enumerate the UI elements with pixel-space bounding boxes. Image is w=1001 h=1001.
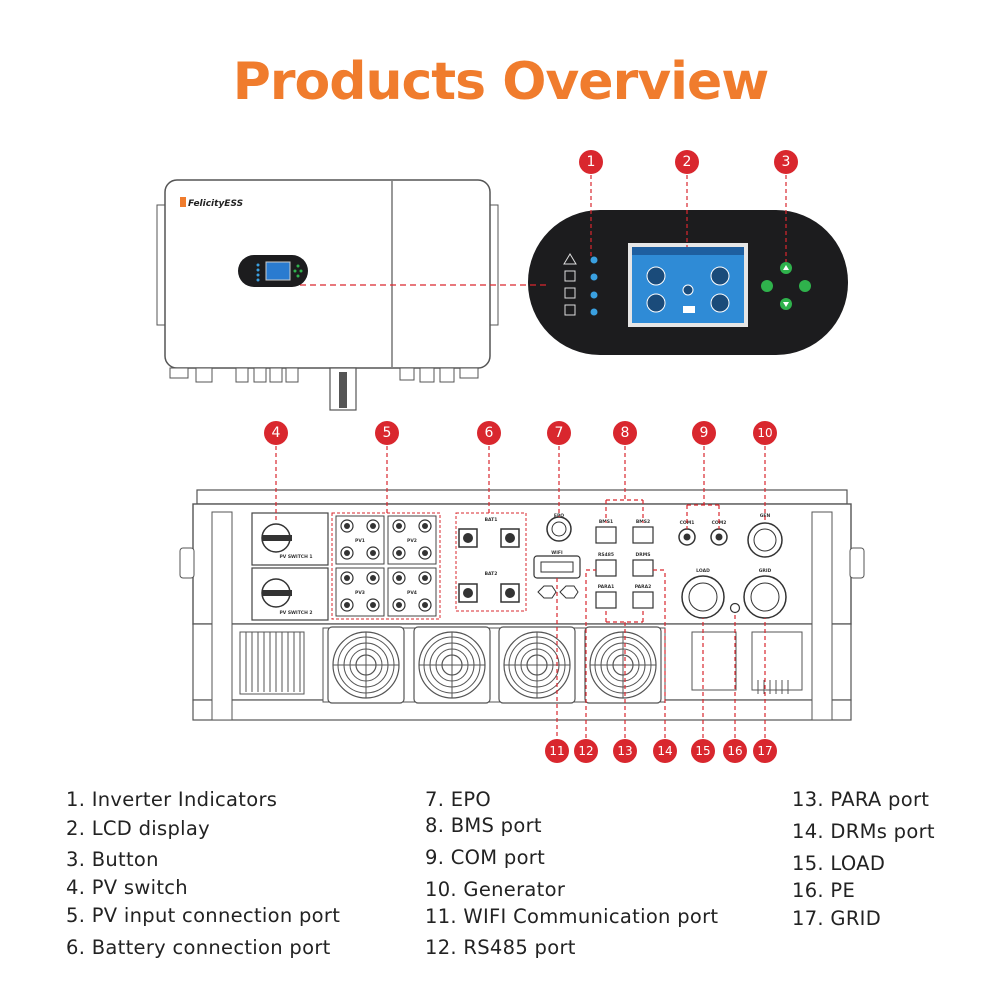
svg-text:10: 10	[757, 426, 772, 440]
brand-text: FelicityESS	[188, 199, 243, 209]
badge-10: 10	[753, 421, 777, 445]
svg-text:4: 4	[272, 425, 281, 441]
para-ports: PARA1 PARA2	[595, 584, 654, 609]
svg-text:11: 11	[549, 744, 564, 758]
legend-item: 4. PV switch	[66, 876, 188, 899]
legend-item: 1. Inverter Indicators	[66, 788, 278, 811]
buttons	[761, 262, 811, 310]
drms-port: DRMS	[632, 552, 654, 577]
legend-item: 11. WIFI Communication port	[425, 905, 719, 928]
para1-label: PARA1	[598, 584, 614, 590]
leader-lines	[275, 175, 787, 738]
badge-3: 3	[774, 150, 798, 174]
svg-text:16: 16	[727, 744, 742, 758]
pv-input-ports: PV1 PV2 PV3 PV4	[331, 512, 441, 620]
battery-ports: BAT1 BAT2	[455, 512, 527, 612]
bat2-label: BAT2	[485, 571, 498, 577]
svg-text:9: 9	[700, 425, 709, 441]
svg-text:12: 12	[578, 744, 593, 758]
badge-15: 15	[691, 739, 715, 763]
para2-label: PARA2	[635, 584, 651, 590]
badge-7: 7	[547, 421, 571, 445]
pv-switch-2-label: PV SWITCH 2	[279, 610, 312, 616]
pv-switch-1-label: PV SWITCH 1	[279, 554, 312, 560]
svg-text:6: 6	[485, 425, 494, 441]
legend-item: 6. Battery connection port	[66, 936, 331, 959]
bat1-label: BAT1	[485, 517, 498, 523]
badge-16: 16	[723, 739, 747, 763]
legend-item: 13. PARA port	[792, 788, 930, 811]
legend-item: 8. BMS port	[425, 814, 542, 837]
badge-5: 5	[375, 421, 399, 445]
svg-text:3: 3	[782, 154, 791, 170]
pv1-label: PV1	[355, 538, 365, 544]
legend-item: 10. Generator	[425, 878, 566, 901]
page-title: Products Overview	[232, 52, 770, 112]
pe-terminal	[729, 602, 741, 614]
svg-text:13: 13	[617, 744, 632, 758]
legend-item: 2. LCD display	[66, 817, 210, 840]
badge-17: 17	[753, 739, 777, 763]
wifi-label: WIFI	[551, 550, 563, 556]
load-port: LOAD	[681, 568, 725, 619]
load-label: LOAD	[696, 568, 710, 574]
pv-switch-1: PV SWITCH 1	[251, 512, 329, 566]
pv-switch-2: PV SWITCH 2	[251, 567, 329, 621]
brand-logo: FelicityESS	[180, 197, 243, 209]
svg-text:2: 2	[683, 154, 692, 170]
badge-13: 13	[613, 739, 637, 763]
inverter-bottom-view: PV SWITCH 1 PV SWITCH 2 PV1 PV2 PV3 P	[179, 489, 865, 721]
legend-item: 16. PE	[792, 879, 856, 902]
badge-14: 14	[653, 739, 677, 763]
svg-text:1: 1	[587, 154, 596, 170]
number-badges: 1 2 3 4 5 6 7 8 9 10 11 12 13 14 15 16 1…	[264, 150, 798, 763]
wifi-port: WIFI	[533, 550, 581, 599]
badge-1: 1	[579, 150, 603, 174]
legend-item: 14. DRMs port	[792, 820, 935, 843]
grid-label: GRID	[759, 568, 772, 574]
badge-11: 11	[545, 739, 569, 763]
legend-item: 5. PV input connection port	[66, 904, 341, 927]
svg-text:8: 8	[621, 425, 630, 441]
legend-item: 17. GRID	[792, 907, 882, 930]
svg-text:15: 15	[695, 744, 710, 758]
legend-item: 9. COM port	[425, 846, 546, 869]
drms-label: DRMS	[636, 552, 651, 558]
legend-item: 12. RS485 port	[425, 936, 576, 959]
rs485-port: RS485	[595, 552, 617, 577]
badge-9: 9	[692, 421, 716, 445]
badge-12: 12	[574, 739, 598, 763]
pv4-label: PV4	[407, 590, 417, 596]
pv2-label: PV2	[407, 538, 417, 544]
badge-6: 6	[477, 421, 501, 445]
legend-item: 3. Button	[66, 848, 159, 871]
cooling-fans	[322, 626, 666, 704]
inverter-indicators	[563, 253, 598, 316]
lcd-display	[628, 243, 748, 327]
legend-item: 15. LOAD	[792, 852, 886, 875]
svg-text:7: 7	[555, 425, 564, 441]
pv3-label: PV3	[355, 590, 365, 596]
legend-item: 7. EPO	[425, 788, 492, 811]
rs485-label: RS485	[598, 552, 614, 558]
badge-8: 8	[613, 421, 637, 445]
svg-text:14: 14	[657, 744, 672, 758]
badge-4: 4	[264, 421, 288, 445]
svg-text:5: 5	[383, 425, 392, 441]
heatsink	[239, 631, 305, 695]
control-panel-zoom	[300, 210, 848, 355]
svg-text:17: 17	[757, 744, 772, 758]
inverter-front-view: FelicityESS	[156, 179, 499, 411]
badge-2: 2	[675, 150, 699, 174]
